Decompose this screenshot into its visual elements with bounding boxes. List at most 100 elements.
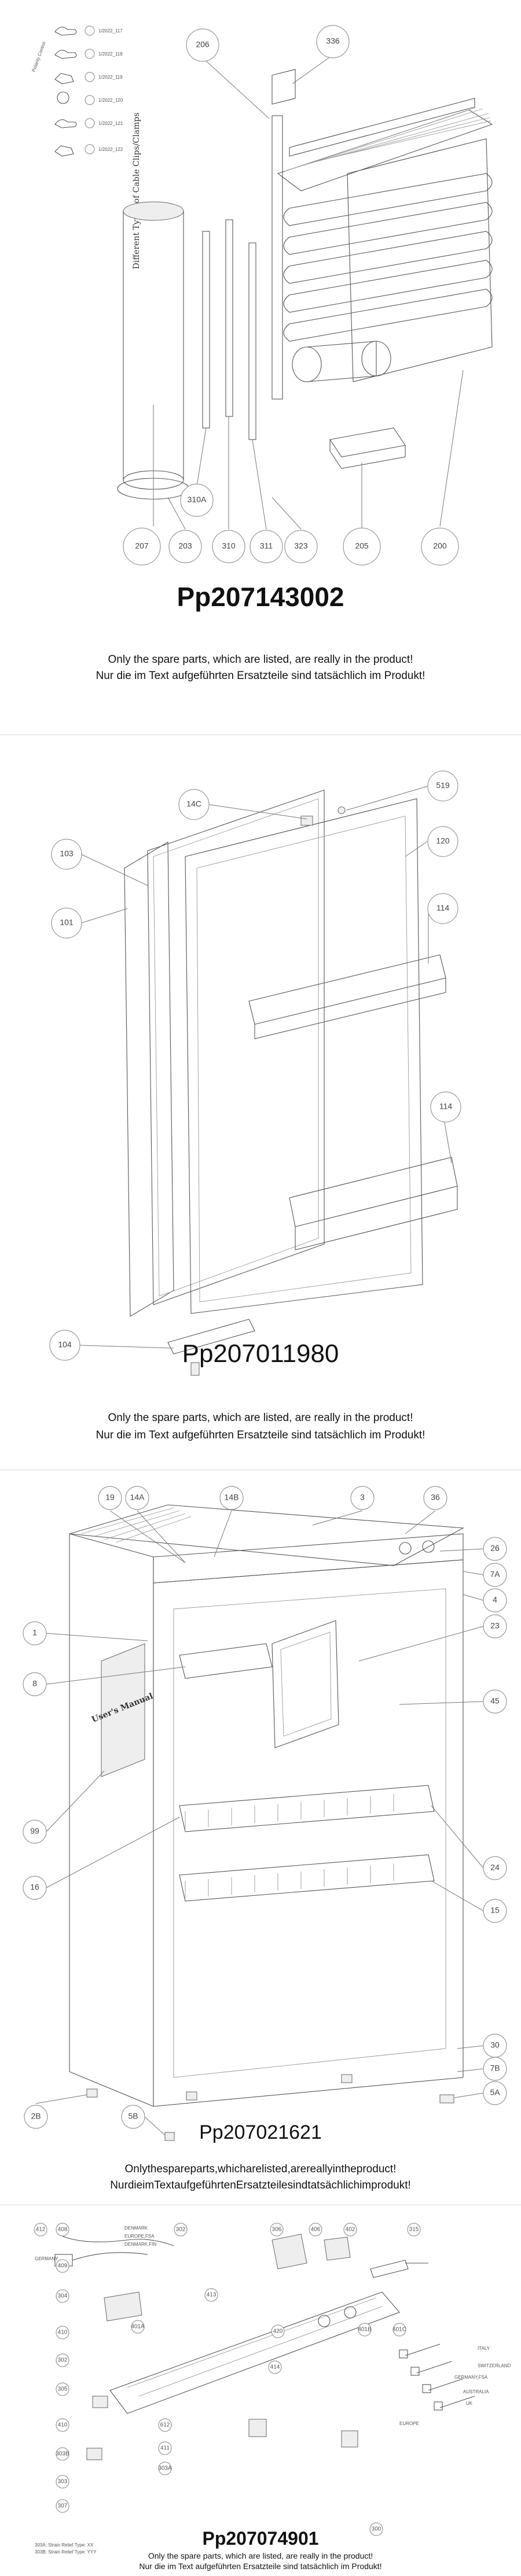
callout-label: 207 xyxy=(135,541,149,551)
callout-label: 16 xyxy=(30,1883,39,1892)
hinge-pin xyxy=(337,806,346,814)
callout-label: 2B xyxy=(31,2112,41,2121)
small-label: GERMANY xyxy=(35,2256,58,2261)
callout-label: 413 xyxy=(207,2292,217,2298)
callout-label: 26 xyxy=(490,1544,500,1553)
callout-label: 401A xyxy=(131,2324,145,2330)
callouts: 412 408 302 306 406 402 315 409 304 413 … xyxy=(34,2223,421,2536)
door-inner-liner xyxy=(185,798,423,1314)
callout-label: 114 xyxy=(436,903,450,913)
callout-label: 411 xyxy=(160,2445,170,2452)
door-shelf-upper xyxy=(248,954,446,1039)
note-en: Onlythespareparts,whicharelisted,arereal… xyxy=(124,2163,397,2175)
note-de: NurdieimTextaufgeführtenErsatzteilesindt… xyxy=(110,2179,411,2191)
tray xyxy=(329,427,406,457)
callout-label: 302 xyxy=(58,2357,68,2364)
diagram-section-3: User's Manual 19 14A 14B 3 36 26 7A 4 1 xyxy=(0,1470,521,2205)
callouts: 19 14A 14B 3 36 26 7A 4 1 23 8 45 99 xyxy=(23,1486,507,2136)
callout-label: 23 xyxy=(490,1621,500,1630)
callout-label: 410 xyxy=(58,2330,68,2336)
small-label: 303B: Strain Relief Type: YYY xyxy=(35,2549,97,2555)
cabinet-front xyxy=(153,1559,464,2107)
vertical-pipe xyxy=(271,115,283,400)
callout-label: 300 xyxy=(372,2526,381,2533)
clip-label: 1/2022_121 xyxy=(98,121,123,126)
condenser-coils xyxy=(283,173,493,342)
callout-label: 200 xyxy=(433,541,447,551)
back-plate xyxy=(347,138,493,382)
cabinet-side xyxy=(69,1533,154,2107)
small-label: UK xyxy=(466,2401,473,2406)
part-number: Pp207074901 xyxy=(202,2528,319,2549)
burner-tubes xyxy=(202,219,256,440)
callout-label: 114 xyxy=(439,1102,453,1111)
boiler-tank xyxy=(292,341,391,382)
callout-label: 8 xyxy=(32,1679,37,1688)
callout-label: 104 xyxy=(58,1340,72,1349)
clip-label: 1/2022_117 xyxy=(98,28,123,34)
callout-label: 402 xyxy=(346,2227,355,2233)
hinge-top xyxy=(300,815,313,826)
callouts: 14C 519 103 120 101 114 114 104 xyxy=(49,770,461,1361)
cable-clips-group: 1/2022_117 1/2022_118 1/2022_119 1/2022_… xyxy=(31,25,141,269)
small-label: EUROPE xyxy=(399,2421,419,2426)
callout-label: 45 xyxy=(490,1696,500,1706)
cooling-unit-exploded-diagram: 1/2022_117 1/2022_118 1/2022_119 1/2022_… xyxy=(31,25,493,566)
door-exploded-diagram: 14C 519 103 120 101 114 114 104 xyxy=(49,770,461,1376)
user-manual: User's Manual xyxy=(90,1643,155,1777)
callout-label: 414 xyxy=(270,2364,280,2371)
module-box xyxy=(324,2237,351,2261)
part-number: Pp207143002 xyxy=(177,582,344,612)
module-box xyxy=(104,2291,142,2322)
callout-label: 401C xyxy=(392,2327,406,2333)
interior xyxy=(173,1588,446,2078)
clip-label: 1/2022_120 xyxy=(98,98,123,103)
callout-label: 420 xyxy=(273,2328,283,2335)
part-number: Pp207011980 xyxy=(182,1339,339,1368)
cabinet-top xyxy=(69,1504,464,1566)
callout-label: 36 xyxy=(431,1493,440,1502)
callout-label: 24 xyxy=(490,1863,500,1872)
small-label: DENMARK,FIN xyxy=(124,2242,156,2247)
fridge-body-exploded-diagram: User's Manual 19 14A 14B 3 36 26 7A 4 1 xyxy=(23,1486,507,2141)
callout-label: 409 xyxy=(58,2263,68,2269)
note-de: Nur die im Text aufgeführten Ersatzteile… xyxy=(139,2562,382,2571)
callout-label: 305 xyxy=(58,2386,68,2393)
callout-label: 612 xyxy=(160,2422,170,2429)
callout-label: 310A xyxy=(188,495,207,504)
hinge-bottom xyxy=(167,1319,255,1355)
callout-label: 5B xyxy=(128,2112,138,2121)
wire-shelves xyxy=(179,1643,435,1902)
freezer-door xyxy=(271,1620,339,1748)
callout-label: 7A xyxy=(490,1570,500,1579)
small-label: SWITZERLAND xyxy=(478,2363,511,2368)
callout-label: 14C xyxy=(186,799,201,809)
callout-label: 120 xyxy=(436,836,450,846)
callout-label: 3 xyxy=(360,1493,365,1502)
clip-label: 1/2022_119 xyxy=(98,75,123,80)
callout-label: 1 xyxy=(32,1628,37,1637)
knob-parts xyxy=(86,2396,358,2460)
gas-fittings xyxy=(370,2260,475,2411)
callout-label: 101 xyxy=(60,918,74,927)
part-number: Pp207021621 xyxy=(199,2121,322,2143)
cooling-fins xyxy=(277,98,493,191)
diagram-section-4: DENMARK EUROPE,FSA DENMARK,FIN GERMANY I… xyxy=(0,2205,521,2576)
screw xyxy=(190,1362,200,1376)
callouts: 206 336 310A 207 203 310 311 323 205 200 xyxy=(123,25,464,566)
callout-label: 14A xyxy=(130,1493,145,1502)
small-label: DENMARK xyxy=(124,2226,148,2231)
callout-label: 103 xyxy=(60,849,74,858)
callout-label: 406 xyxy=(311,2227,321,2233)
clip-label: 1/2022_122 xyxy=(98,147,123,152)
hinge-part xyxy=(164,2132,175,2141)
small-label: GERMANY,FSA xyxy=(454,2375,488,2380)
callout-label: 15 xyxy=(490,1906,500,1915)
bracket-part xyxy=(439,2094,454,2103)
note-de: Nur die im Text aufgeführten Ersatzteile… xyxy=(96,670,425,682)
callout-label: 306 xyxy=(272,2227,282,2233)
callout-label: 412 xyxy=(36,2227,46,2233)
callout-label: 30 xyxy=(490,2040,500,2050)
callout-label: 5A xyxy=(490,2088,500,2097)
small-label: AUSTRALIA xyxy=(463,2389,489,2394)
